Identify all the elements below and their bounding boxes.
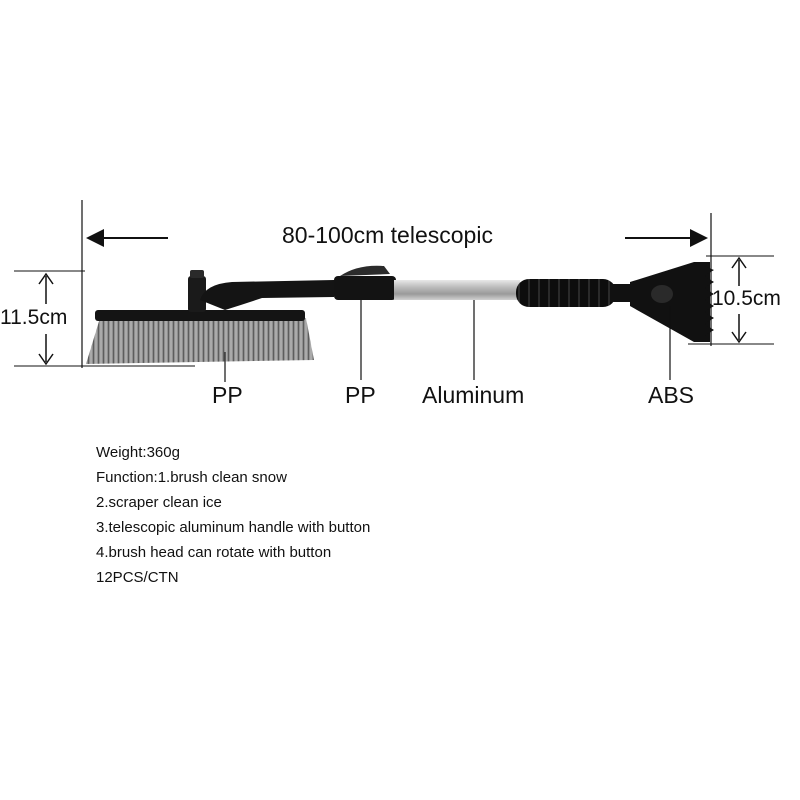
- spec-line-function-2: 2.scraper clean ice: [96, 494, 222, 511]
- left-arrow-head: [86, 229, 104, 247]
- brush-head: [86, 270, 334, 364]
- scraper-lower-arrow-head: [731, 331, 747, 344]
- bristles: [86, 318, 314, 364]
- brush-upper-arrow-head: [38, 272, 54, 285]
- brush-pivot: [188, 276, 206, 312]
- brush-joint-arm: [200, 280, 334, 310]
- brush-height-dimension: [14, 270, 195, 367]
- brush-height-label: 11.5cm: [0, 306, 68, 329]
- snow-brush-illustration: [86, 262, 714, 364]
- length-label: 80-100cm telescopic: [282, 222, 493, 248]
- joint-collar: [334, 276, 396, 300]
- brush-base: [95, 310, 305, 321]
- aluminum-shaft: [394, 280, 520, 300]
- material-label-handle: Aluminum: [422, 382, 525, 408]
- scraper-upper-arrow-head: [731, 256, 747, 269]
- scraper-height-label: 10.5cm: [712, 287, 781, 310]
- spec-line-weight: Weight:360g: [96, 444, 180, 461]
- ice-scraper: [630, 262, 714, 342]
- spec-list: Weight:360g Function:1.brush clean snow …: [96, 440, 370, 590]
- spec-line-function-4: 4.brush head can rotate with button: [96, 544, 332, 561]
- brush-lower-arrow-head: [38, 353, 54, 366]
- spec-line-function-3: 3.telescopic aluminum handle with button: [96, 519, 371, 536]
- material-label-brush-head: PP: [212, 382, 243, 408]
- grip-end-cap: [610, 284, 634, 302]
- scraper-teeth: [704, 266, 714, 336]
- foam-grip: [516, 279, 616, 307]
- scraper-logo-plate: [651, 285, 673, 303]
- joint-release-button: [340, 265, 390, 276]
- product-diagram: [14, 200, 774, 382]
- scraper-blade: [630, 262, 710, 342]
- brush-pivot-button: [190, 270, 204, 278]
- spec-line-function-1: Function:1.brush clean snow: [96, 469, 287, 486]
- spec-line-packing: 12PCS/CTN: [96, 569, 179, 586]
- right-arrow-head: [690, 229, 708, 247]
- material-label-scraper: ABS: [648, 382, 695, 408]
- length-dimension: [81, 200, 712, 368]
- scraper-height-dimension: [688, 255, 774, 345]
- button-joint: [334, 265, 396, 300]
- material-label-button-joint: PP: [345, 382, 376, 408]
- material-leaders: [224, 300, 671, 382]
